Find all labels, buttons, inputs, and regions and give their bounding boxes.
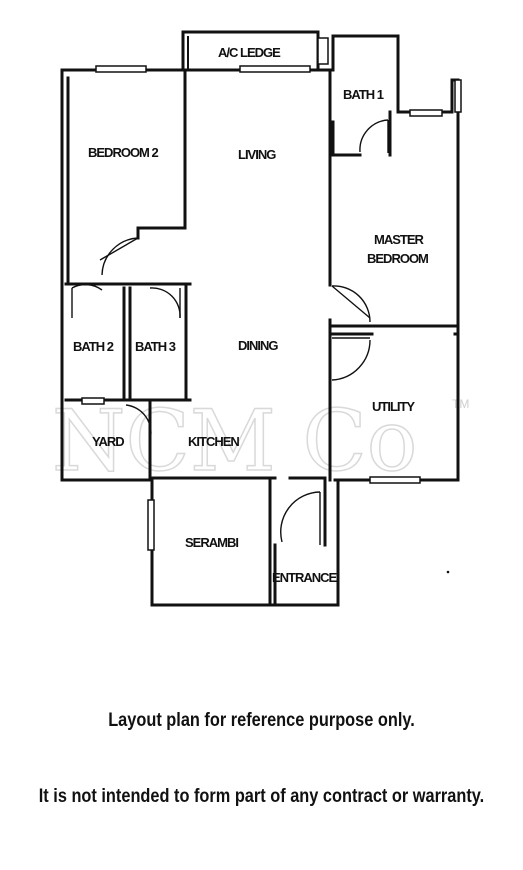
room-labels: A/C LEDGE BATH 1 BEDROOM 2 LIVING MASTER… xyxy=(73,45,429,585)
label-bedroom2: BEDROOM 2 xyxy=(88,145,159,160)
label-serambi: SERAMBI xyxy=(185,535,238,550)
disclaimer-line-2: It is not intended to form part of any c… xyxy=(38,786,485,807)
label-bath3: BATH 3 xyxy=(135,339,176,354)
label-ac-ledge: A/C LEDGE xyxy=(218,45,281,60)
label-bath1: BATH 1 xyxy=(343,87,384,102)
label-entrance: ENTRANCE xyxy=(272,570,338,585)
label-master-line1: MASTER xyxy=(374,232,425,247)
label-dining: DINING xyxy=(238,338,278,353)
label-bath2: BATH 2 xyxy=(73,339,114,354)
label-utility: UTILITY xyxy=(372,399,415,414)
watermark: NCM Co TM xyxy=(51,391,469,491)
label-yard: YARD xyxy=(92,434,124,449)
exterior-walls xyxy=(60,30,460,607)
windows xyxy=(81,37,462,551)
label-kitchen: KITCHEN xyxy=(188,434,239,449)
watermark-tm: TM xyxy=(452,397,469,411)
watermark-text: NCM Co xyxy=(52,392,417,490)
doors xyxy=(71,119,450,574)
disclaimer-line-1: Layout plan for reference purpose only. xyxy=(108,710,415,731)
label-master-line2: BEDROOM xyxy=(367,251,428,266)
label-living: LIVING xyxy=(238,147,276,162)
floor-plan: NCM Co TM xyxy=(51,30,469,607)
